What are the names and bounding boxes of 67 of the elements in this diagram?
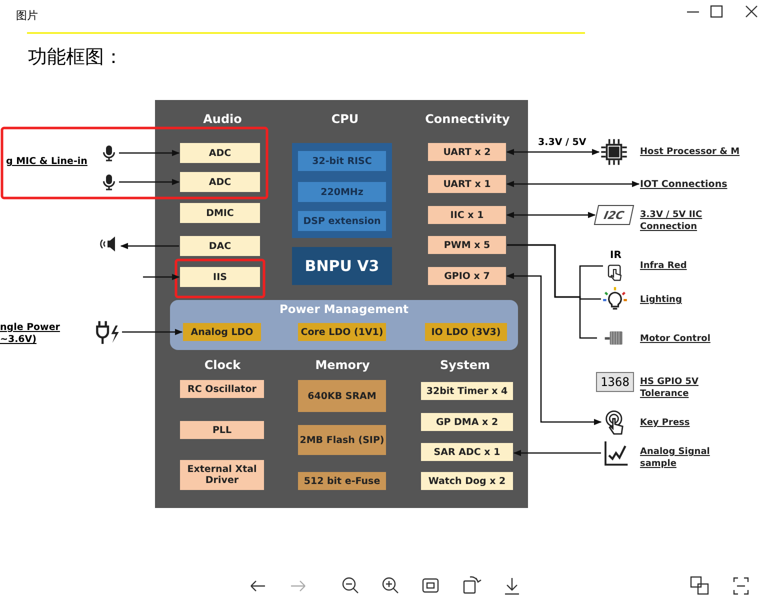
module-block: IO LDO (3V3) <box>425 323 507 341</box>
module-block: DSP extension <box>298 211 386 231</box>
module-block: IIS <box>180 267 260 287</box>
section-title: Connectivity <box>424 112 511 126</box>
digital-display: 1368 <box>596 372 634 392</box>
module-block: GPIO x 7 <box>428 267 506 285</box>
device-label: Motor Control <box>640 333 712 345</box>
arrow <box>119 178 180 186</box>
arrow <box>506 212 596 218</box>
arrow <box>143 274 180 280</box>
module-block: UART x 2 <box>428 143 506 161</box>
module-block: Core LDO (1V1) <box>298 323 386 341</box>
module-block: 512 bit e-Fuse <box>298 472 386 490</box>
module-block: Analog LDO <box>183 323 261 341</box>
power-band <box>170 300 518 350</box>
module-block: DMIC <box>180 203 260 223</box>
arrow <box>119 150 180 156</box>
module-block: ADC <box>180 143 260 163</box>
module-block: External Xtal Driver <box>180 460 264 490</box>
protocol-badge: I2C <box>594 205 634 225</box>
device-label: Host Processor & M <box>640 146 741 158</box>
section-title: Clock <box>203 358 242 372</box>
module-block: 220MHz <box>298 182 386 202</box>
window-title: 图片 <box>16 8 38 23</box>
module-block: 32bit Timer x 4 <box>421 382 513 400</box>
module-block: DAC <box>180 236 260 256</box>
module-block: UART x 1 <box>428 175 506 193</box>
cpu-core-panel <box>292 143 392 238</box>
arrow <box>513 450 601 456</box>
section-title: CPU <box>330 112 360 126</box>
device-label: Lighting <box>640 294 683 306</box>
module-block: SAR ADC x 1 <box>421 443 513 461</box>
module-block: GP DMA x 2 <box>421 413 513 431</box>
plug-icon <box>95 319 121 345</box>
module-block: PWM x 5 <box>428 236 506 254</box>
section-title: Memory <box>314 358 371 372</box>
section-title: Power Management <box>278 302 410 316</box>
arrow <box>120 242 179 250</box>
module-block: Watch Dog x 2 <box>421 472 513 490</box>
module-block: 640KB SRAM <box>298 380 386 412</box>
device-label: HS GPIO 5V Tolerance <box>640 376 700 400</box>
device-label: 3.3V / 5V IIC Connection <box>640 209 704 233</box>
section-title: System <box>439 358 491 372</box>
input-label: ngle Power ~3.6V) <box>0 322 60 346</box>
page-heading: 功能框图： <box>28 45 123 70</box>
module-block: BNPU V3 <box>292 247 392 285</box>
arrow <box>506 272 602 426</box>
input-label: g MIC & Line-in <box>6 156 88 168</box>
module-block: ADC <box>180 172 260 192</box>
module-block: 2MB Flash (SIP) <box>298 425 386 455</box>
device-label: IOT Connections <box>640 176 770 192</box>
edge-label: 3.3V / 5V <box>536 137 588 148</box>
device-label: Analog Signal sample <box>640 446 711 470</box>
module-block: IIC x 1 <box>428 206 506 224</box>
module-block: RC Oscillator <box>180 380 264 398</box>
device-label: Key Press <box>640 417 691 429</box>
module-block: PLL <box>180 421 264 439</box>
connector-line <box>507 244 597 339</box>
chip-icon <box>600 138 628 166</box>
chip-panel <box>155 100 528 508</box>
icon-text: IR <box>610 250 622 261</box>
device-label: Infra Red <box>640 260 688 272</box>
section-title: Audio <box>202 112 243 126</box>
arrow <box>122 328 183 336</box>
module-block: 32-bit RISC <box>298 151 386 171</box>
arrow <box>506 180 640 188</box>
arrow <box>506 148 600 156</box>
